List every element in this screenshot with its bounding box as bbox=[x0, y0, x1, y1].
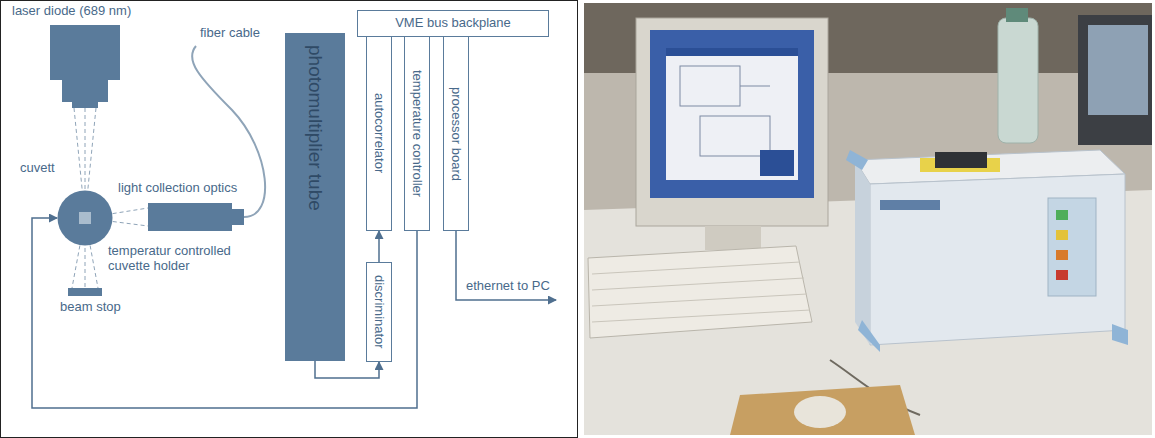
screen-window bbox=[666, 48, 798, 180]
corner-bumper bbox=[1112, 324, 1128, 345]
schematic-box bbox=[680, 66, 740, 106]
schematic-line bbox=[740, 86, 770, 87]
beam-stop: beam stop bbox=[68, 288, 102, 296]
box-label: autocorrelator bbox=[372, 93, 387, 173]
status-light bbox=[1056, 250, 1068, 260]
ethernet-line bbox=[456, 231, 556, 300]
discriminator-box: discriminator bbox=[366, 262, 392, 362]
status-panel bbox=[1048, 198, 1096, 296]
laptop-screen bbox=[1088, 25, 1148, 115]
schematic-box bbox=[700, 116, 770, 156]
status-light bbox=[1056, 210, 1068, 220]
key-row bbox=[592, 294, 807, 306]
vme-backplane: VME bus backplane bbox=[357, 10, 549, 37]
photo-background bbox=[584, 3, 1152, 435]
signal-line bbox=[315, 361, 379, 378]
laser-housing bbox=[62, 80, 108, 102]
monitor-frame bbox=[636, 18, 828, 226]
mouse-pad bbox=[730, 385, 915, 435]
logo-strip bbox=[880, 200, 940, 210]
box-label: discriminator bbox=[372, 275, 387, 349]
box-label: temperature controller bbox=[410, 70, 425, 197]
part-label: laser diode (689 nm) bbox=[12, 4, 131, 19]
screen-panel bbox=[760, 150, 794, 176]
bottle bbox=[998, 18, 1038, 143]
screen-schematic bbox=[680, 66, 770, 156]
laser-diode: laser diode (689 nm) bbox=[50, 25, 120, 80]
corner-bumper bbox=[846, 150, 868, 170]
monitor-screen bbox=[650, 30, 814, 198]
photomultiplier-tube: photomultiplier tube bbox=[285, 33, 345, 361]
bottle-cap bbox=[1006, 8, 1028, 22]
optics-connector bbox=[232, 209, 244, 225]
laser-lens bbox=[72, 102, 98, 108]
mouse bbox=[794, 396, 846, 428]
corner-bumper bbox=[858, 320, 880, 352]
key-row bbox=[592, 310, 810, 322]
holder-outline bbox=[57, 190, 113, 246]
processor-board: processor board bbox=[443, 36, 469, 231]
instrument-side bbox=[855, 160, 870, 345]
signal-line bbox=[378, 231, 380, 262]
autocorrelator-board: autocorrelator bbox=[366, 36, 392, 231]
box-label: photomultiplier tube bbox=[304, 45, 326, 211]
key-row bbox=[592, 262, 800, 274]
part-label: cuvett bbox=[20, 161, 55, 176]
status-light bbox=[1056, 270, 1068, 280]
window-bar bbox=[666, 48, 798, 56]
keyboard bbox=[588, 246, 812, 338]
cuvette-square bbox=[79, 212, 91, 224]
laptop bbox=[1078, 15, 1152, 145]
monitor-stand bbox=[705, 226, 761, 250]
holder-circle bbox=[58, 191, 113, 246]
temperature-controller-board: temperature controller bbox=[404, 36, 430, 231]
cable-label: fiber cable bbox=[200, 26, 260, 41]
key-row bbox=[592, 278, 804, 290]
instrument-front bbox=[870, 174, 1125, 345]
interface-label: ethernet to PC bbox=[466, 279, 550, 294]
cuvette-holder: cuvetttemperatur controlled cuvette hold… bbox=[57, 190, 113, 246]
box-label: processor board bbox=[449, 87, 464, 181]
signal-line bbox=[32, 218, 417, 408]
keyboard-keys bbox=[592, 262, 810, 322]
part-label: beam stop bbox=[60, 300, 121, 315]
part-label: temperatur controlled cuvette holder bbox=[108, 244, 248, 274]
light-collection-optics: light collection optics bbox=[148, 203, 232, 231]
status-light bbox=[1056, 230, 1068, 240]
part-label: light collection optics bbox=[118, 181, 237, 196]
cuvette-lid bbox=[935, 152, 987, 168]
box-label: VME bus backplane bbox=[395, 16, 511, 31]
